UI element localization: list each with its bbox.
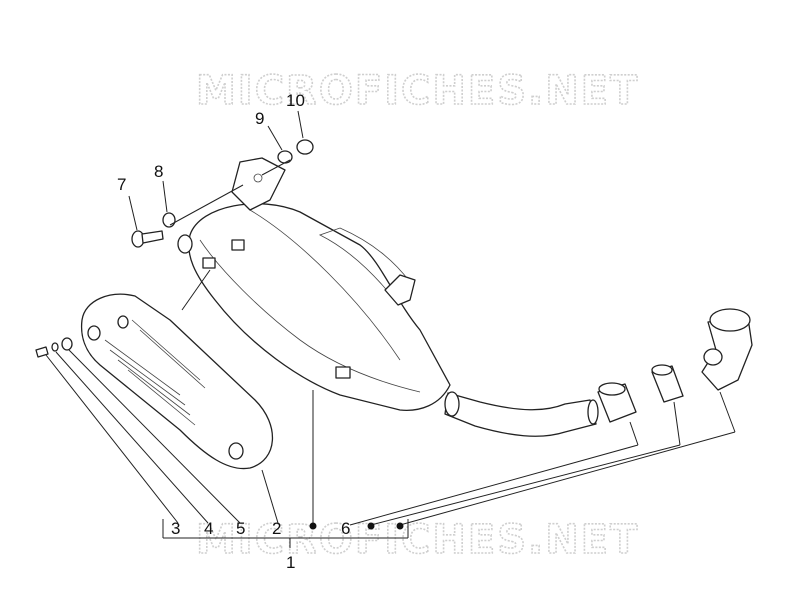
callout-6: 6 <box>341 519 350 538</box>
muffler-icon[interactable] <box>177 157 451 411</box>
watermark-bottom: MICROFICHES.NET <box>196 517 639 563</box>
washer-icon[interactable] <box>162 212 176 228</box>
exhaust-pipe-icon[interactable] <box>444 391 599 437</box>
callout-8: 8 <box>154 162 163 181</box>
callout-dot <box>367 522 375 530</box>
nut-icon[interactable] <box>296 139 314 155</box>
callout-7: 7 <box>117 175 126 194</box>
screw-icon[interactable] <box>35 346 49 358</box>
washer-icon[interactable] <box>277 150 293 164</box>
callout-5: 5 <box>236 519 245 538</box>
callout-1: 1 <box>286 553 295 572</box>
callout-3: 3 <box>171 519 180 538</box>
callout-4: 4 <box>204 519 213 538</box>
callout-2: 2 <box>272 519 281 538</box>
gasket-icon[interactable] <box>597 382 637 423</box>
heat-shield-icon[interactable] <box>80 293 274 470</box>
callout-dot <box>396 522 404 530</box>
bolt-icon[interactable] <box>131 230 164 248</box>
watermark-top: MICROFICHES.NET <box>196 68 639 114</box>
callout-9: 9 <box>255 109 264 128</box>
callout-dot <box>309 522 317 530</box>
manifold-elbow-icon[interactable] <box>701 308 753 391</box>
callout-10: 10 <box>286 91 305 110</box>
clamp-icon[interactable] <box>651 364 684 403</box>
washer-icon[interactable] <box>61 337 73 351</box>
washer-icon[interactable] <box>51 342 59 352</box>
